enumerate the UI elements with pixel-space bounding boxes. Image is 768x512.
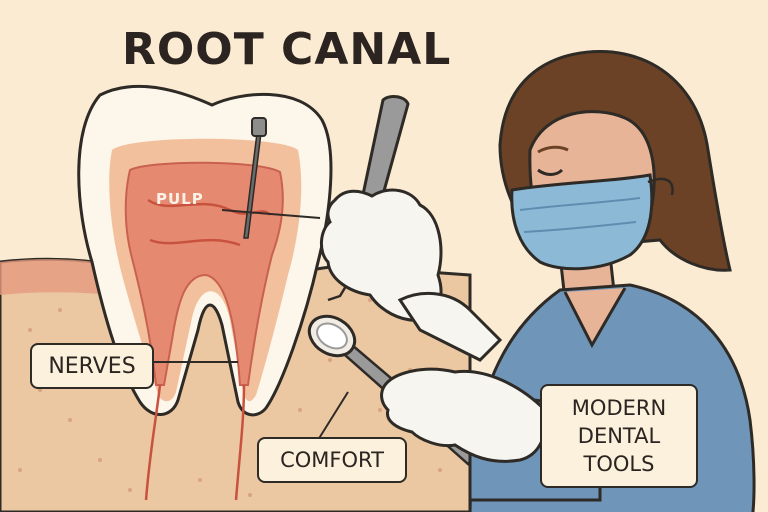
mask-strap [647, 177, 674, 196]
pulp-label: PULP [156, 190, 204, 208]
nerves-label: NERVES [30, 343, 154, 389]
modern-dental-tools-label: MODERN DENTAL TOOLS [540, 384, 698, 488]
dentist-eye [537, 168, 564, 176]
lower-glove [380, 367, 548, 463]
page-title: ROOT CANAL [122, 24, 452, 75]
comfort-leader-line [317, 391, 349, 441]
surgical-mask [510, 173, 654, 271]
dentist-eyebrow [537, 145, 569, 154]
pulp-leader-line [221, 209, 321, 219]
scrubs-v-neck [563, 287, 627, 349]
dentist-upper-arm [397, 291, 503, 362]
pulp-chamber [124, 161, 284, 386]
comfort-label: COMFORT [257, 437, 407, 483]
mask-pleat [519, 197, 641, 211]
mask-pleat [523, 221, 637, 233]
